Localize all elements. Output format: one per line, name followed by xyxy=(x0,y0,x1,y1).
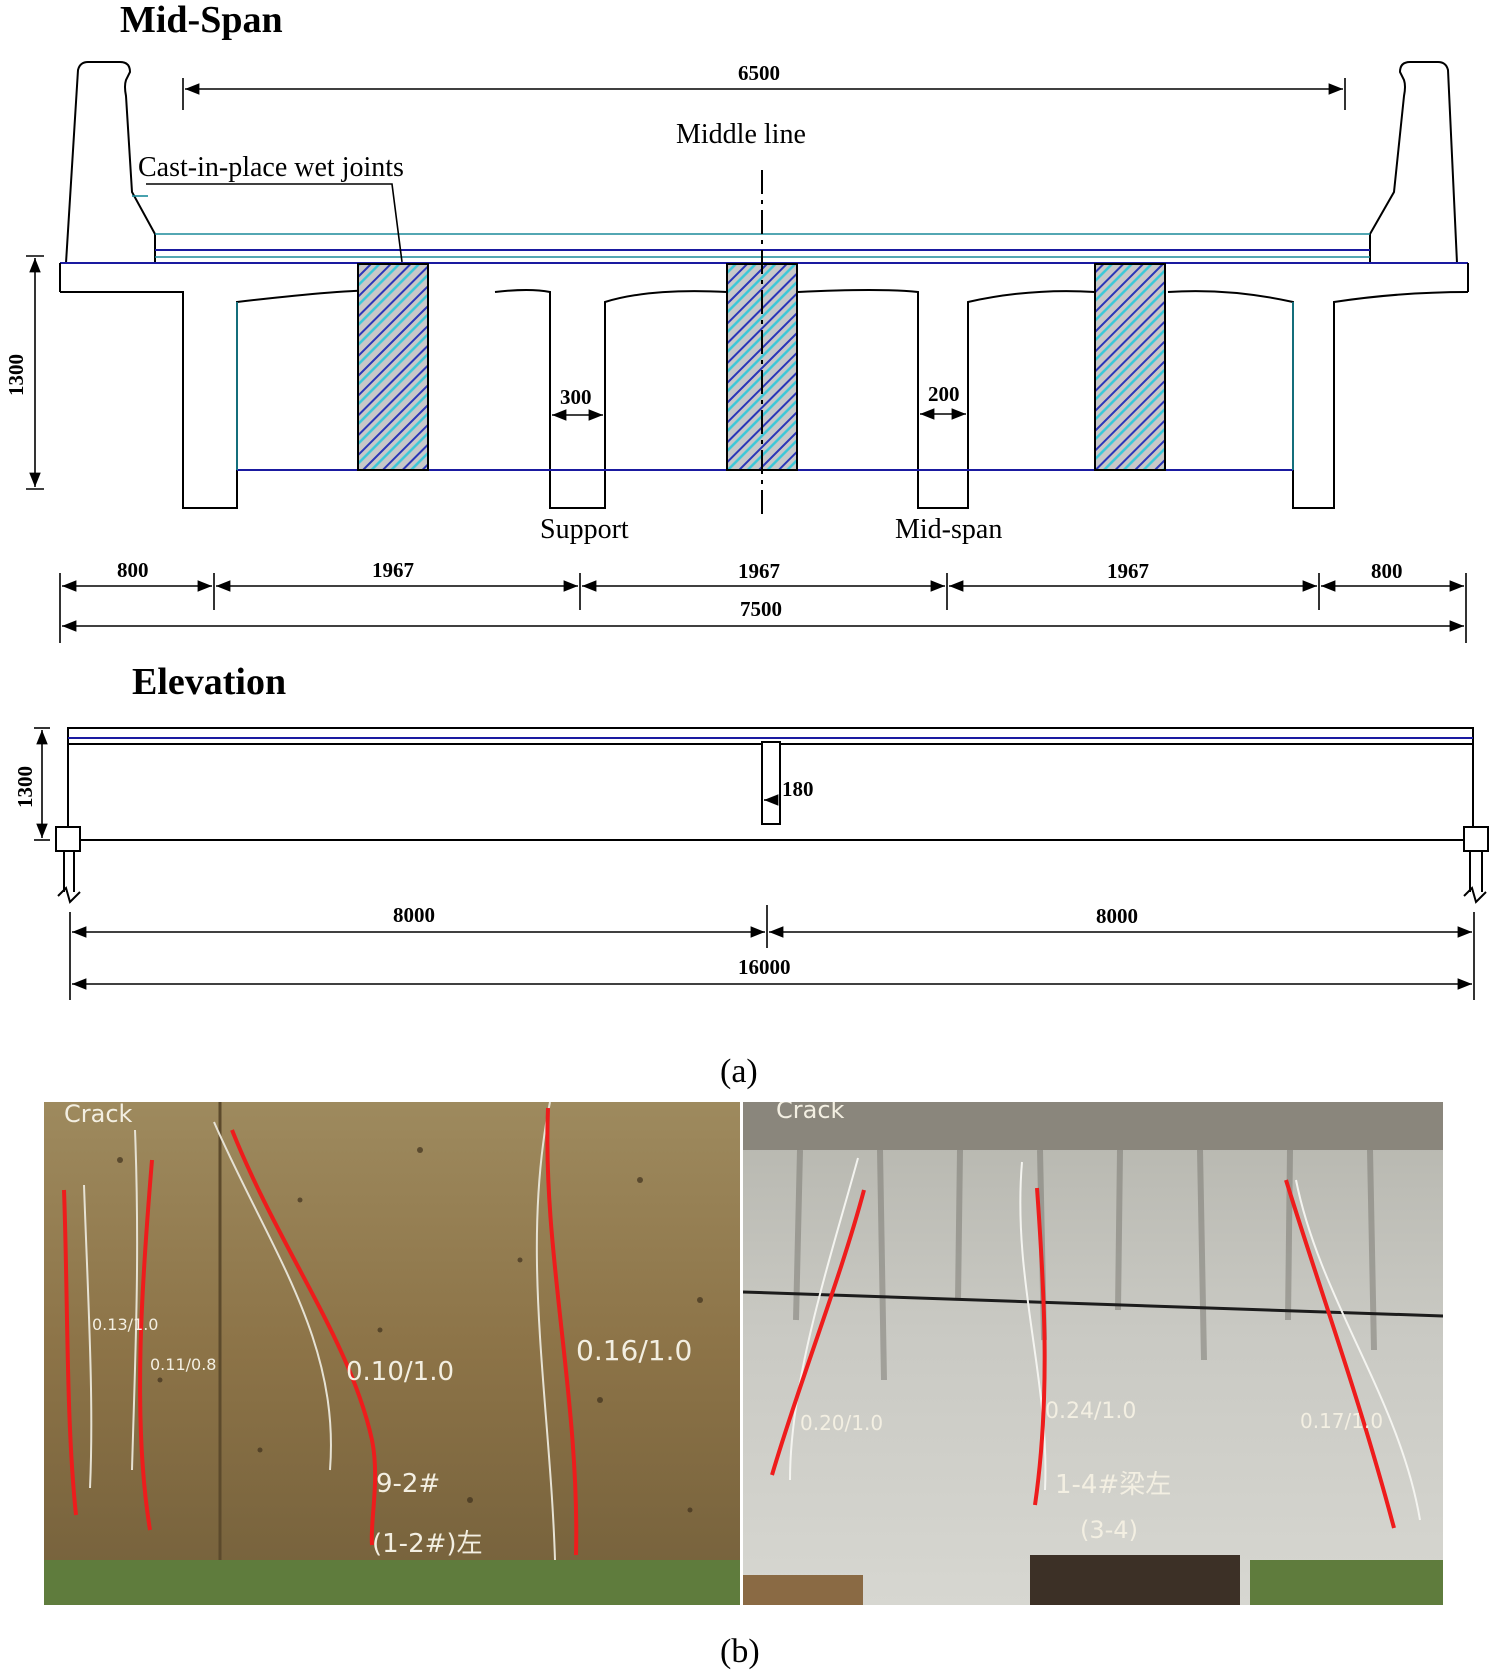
crack-mark xyxy=(770,1189,866,1476)
wet-joint-1 xyxy=(357,263,429,471)
crack-label-right: Crack xyxy=(776,1096,845,1124)
right-barrier xyxy=(1369,61,1458,264)
crack-mark xyxy=(545,1107,579,1556)
diaphragm xyxy=(761,741,781,825)
chalk-note: 1-4#梁左 xyxy=(1055,1470,1171,1500)
diaphragm-width-label: 180 xyxy=(782,777,814,801)
web-width-midspan-label: 200 xyxy=(928,382,960,406)
half-span-right-label: 8000 xyxy=(1096,904,1138,928)
mid-span-heading: Mid-Span xyxy=(120,0,283,41)
wet-joint-3 xyxy=(1094,263,1166,471)
deck-width-label: 6500 xyxy=(738,61,780,85)
total-width-label: 7500 xyxy=(740,597,782,621)
chalk-note: 0.10/1.0 xyxy=(346,1357,454,1387)
elevation-heading: Elevation xyxy=(132,661,286,703)
caption-a: (a) xyxy=(720,1053,758,1090)
section-height-label: 1300 xyxy=(4,354,28,396)
chalk-note: 0.16/1.0 xyxy=(576,1334,692,1367)
girder-elevation xyxy=(67,727,1474,841)
chalk-note: 9-2# xyxy=(376,1469,440,1499)
total-span-label: 16000 xyxy=(738,955,791,979)
crack-mark xyxy=(1284,1179,1396,1529)
elevation-height-label: 1300 xyxy=(13,766,37,808)
spacing-1-label: 1967 xyxy=(372,558,414,582)
photo-right: Crack 0.20/1.0 0.24/1.0 0.17/1.0 1-4#梁左 … xyxy=(743,1096,1443,1605)
half-span-left-label: 8000 xyxy=(393,903,435,927)
middle-line-label: Middle line xyxy=(676,119,806,150)
overhang-left-label: 800 xyxy=(117,558,149,582)
chalk-note: 0.11/0.8 xyxy=(150,1355,216,1374)
crack-mark xyxy=(230,1129,378,1546)
wet-joints-label: Cast-in-place wet joints xyxy=(138,152,404,183)
crack-mark xyxy=(62,1189,78,1516)
crack-mark xyxy=(138,1159,154,1531)
support-label: Support xyxy=(540,514,629,545)
crack-mark xyxy=(1033,1187,1047,1506)
web-width-support-label: 300 xyxy=(560,385,592,409)
chalk-note: 0.17/1.0 xyxy=(1300,1409,1383,1433)
chalk-note: 0.13/1.0 xyxy=(92,1315,158,1334)
spacing-3-label: 1967 xyxy=(1107,559,1149,583)
left-barrier xyxy=(65,61,156,264)
chalk-note: 0.24/1.0 xyxy=(1045,1399,1136,1424)
elevation-view: Elevation 180 1300 8000 8000 16000 xyxy=(13,661,1489,1000)
overhang-right-label: 800 xyxy=(1371,559,1403,583)
crack-label-left: Crack xyxy=(64,1100,133,1128)
chalk-note: (3-4) xyxy=(1080,1516,1138,1544)
chalk-note: 0.20/1.0 xyxy=(800,1411,883,1435)
chalk-note: (1-2#)左 xyxy=(372,1529,483,1559)
mid-span-section: Mid-Span Middle line Cast-in-place wet j… xyxy=(4,0,1469,643)
girder-outline xyxy=(60,288,1469,509)
photo-left: Crack 0.13/1.0 0.11/0.8 0.10/1.0 0.16/1.… xyxy=(44,1100,740,1605)
spacing-2-label: 1967 xyxy=(738,559,780,583)
caption-b: (b) xyxy=(720,1633,760,1670)
midspan-label: Mid-span xyxy=(895,514,1002,545)
